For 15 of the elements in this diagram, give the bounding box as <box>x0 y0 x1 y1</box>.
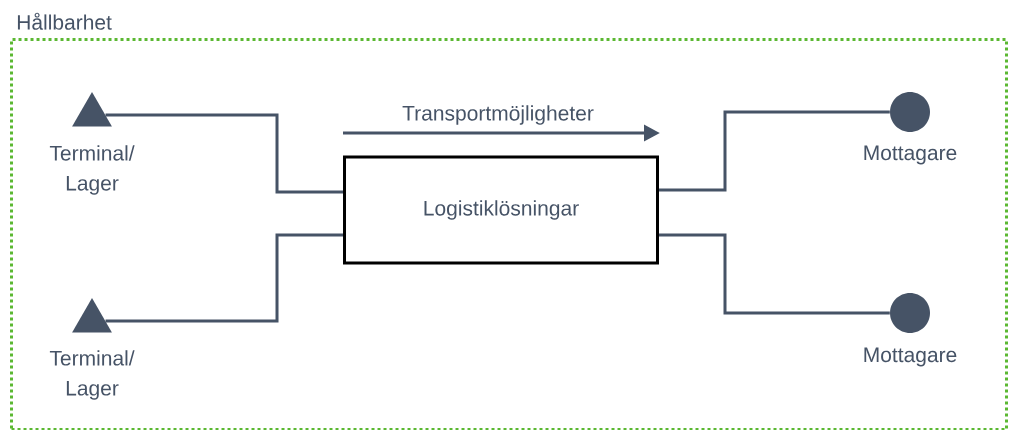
node-caption: Terminal/ Lager <box>49 145 135 195</box>
triangle-symbol <box>72 92 112 127</box>
circle-symbol <box>890 92 930 132</box>
arrow-label: Transportmöjligheter <box>402 105 594 125</box>
connector <box>105 113 343 194</box>
connector <box>659 110 890 192</box>
triangle-symbol <box>72 298 112 333</box>
process-box: Logistiklösningar <box>343 155 659 265</box>
node-caption: Terminal/ Lager <box>49 350 135 400</box>
connector <box>659 233 890 315</box>
connector <box>105 233 343 323</box>
frame-title: Hållbarhet <box>17 12 112 30</box>
node-caption: Mottagare <box>864 145 957 165</box>
node-caption: Mottagare <box>864 347 957 367</box>
circle-symbol <box>890 293 930 333</box>
